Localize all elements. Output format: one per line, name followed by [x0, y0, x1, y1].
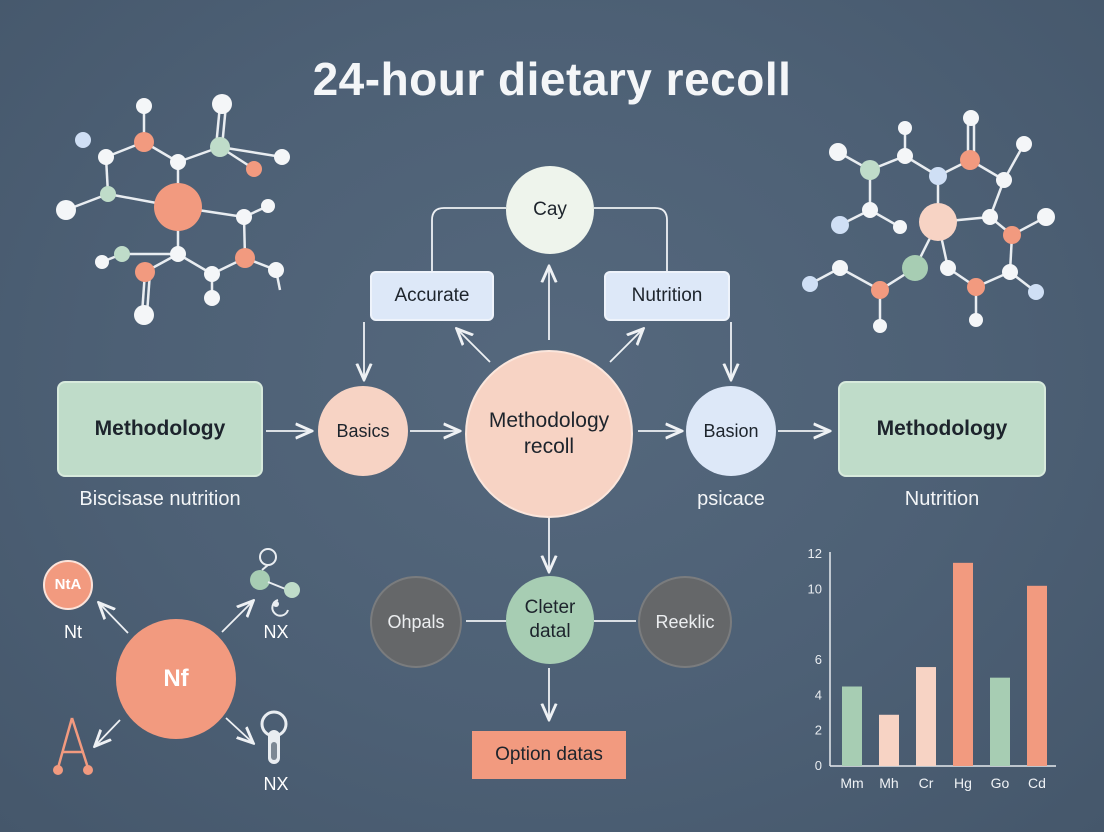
- x-tick-label: Hg: [954, 775, 972, 791]
- cleter-datal-node: Cleter datal: [506, 576, 594, 664]
- y-tick-label: 12: [808, 546, 822, 561]
- x-tick-label: Mh: [879, 775, 898, 791]
- compass-icon: [53, 717, 93, 775]
- hub-center-node: Nf: [116, 619, 236, 739]
- x-tick-label: Cr: [919, 775, 934, 791]
- bar-cd: [1027, 585, 1047, 766]
- methodology-right-box: Methodology: [838, 381, 1046, 477]
- bar-mm: [842, 686, 862, 766]
- y-tick-label: 10: [808, 581, 822, 596]
- hub-nx-label-top: NX: [263, 622, 289, 642]
- y-tick-label: 2: [815, 723, 822, 738]
- hub-nx-label-bottom: NX: [263, 774, 289, 794]
- reeklic-node: Reeklic: [638, 576, 732, 668]
- y-tick-label: 6: [815, 652, 822, 667]
- x-tick-label: Cd: [1028, 775, 1046, 791]
- accurate-box: Accurate: [370, 271, 494, 321]
- x-tick-label: Go: [991, 775, 1010, 791]
- y-tick-label: 4: [815, 687, 822, 702]
- nutrition-box: Nutrition: [604, 271, 730, 321]
- molecule-right-atoms: [802, 110, 1055, 333]
- flow-connectors: [96, 207, 828, 745]
- test-tube-icon: [260, 710, 288, 764]
- left-caption: Biscisase nutrition: [79, 488, 241, 510]
- bar-mh: [879, 714, 899, 766]
- methodology-left-box: Methodology: [57, 381, 263, 477]
- methodology-recoll-node: Methodology recoll: [465, 350, 633, 518]
- option-datas-box: Option datas: [472, 731, 626, 779]
- basion-caption: psicace: [697, 488, 765, 510]
- bar-cr: [916, 667, 936, 766]
- bar-go: [990, 677, 1010, 766]
- right-caption: Nutrition: [904, 488, 980, 510]
- page-title: 24-hour dietary recoll: [312, 53, 792, 105]
- molecule-left-atoms: [56, 94, 290, 325]
- bar-hg: [953, 562, 973, 766]
- basion-node: Basion: [686, 386, 776, 476]
- molecule-icon: [250, 548, 300, 617]
- hub-nt-label: Nt: [64, 622, 82, 642]
- cay-node: Cay: [506, 166, 594, 254]
- basics-node: Basics: [318, 386, 408, 476]
- ohpals-node: Ohpals: [370, 576, 462, 668]
- hub-nta-node: NtA: [43, 560, 93, 610]
- y-tick-label: 0: [815, 758, 822, 773]
- x-tick-label: Mm: [840, 775, 863, 791]
- chart-axis: [829, 552, 1056, 767]
